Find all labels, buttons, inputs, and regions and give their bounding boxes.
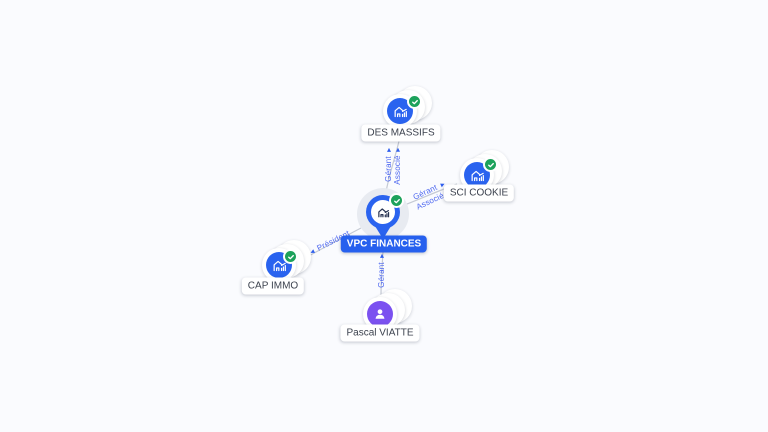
edge-label-gerant-pascal: Gérant bbox=[377, 254, 386, 288]
edge-label-gerant-des-massifs: Gérant bbox=[384, 148, 393, 182]
verified-badge-icon bbox=[389, 193, 404, 208]
node-label[interactable]: Pascal VIATTE bbox=[340, 324, 420, 342]
edge-direction-arrow-icon bbox=[387, 148, 391, 153]
verified-badge-icon bbox=[483, 157, 498, 172]
edge-role-text: Gérant bbox=[377, 262, 386, 288]
edge-role-text: Gérant bbox=[384, 156, 393, 182]
edge-direction-arrow-icon bbox=[380, 254, 384, 259]
node-label-center[interactable]: VPC FINANCES bbox=[340, 235, 428, 253]
node-circle[interactable] bbox=[383, 94, 417, 128]
building-chart-icon bbox=[273, 260, 286, 271]
node-label[interactable]: CAP IMMO bbox=[241, 277, 305, 295]
person-icon bbox=[375, 309, 385, 319]
verified-badge-icon bbox=[283, 249, 298, 264]
verified-badge-icon bbox=[407, 94, 422, 109]
company-disc bbox=[387, 98, 413, 124]
building-chart-icon bbox=[471, 170, 484, 181]
edge-role-text: Associé bbox=[393, 155, 402, 185]
node-label[interactable]: SCI COOKIE bbox=[443, 184, 515, 202]
edge-label-associe-des-massifs: Associé bbox=[393, 147, 402, 185]
edge-vpc-des-massifs bbox=[385, 140, 400, 193]
edge-direction-arrow-icon bbox=[396, 147, 400, 152]
person-disc bbox=[367, 301, 393, 327]
edge-pascal-vpc bbox=[380, 251, 384, 297]
building-chart-icon bbox=[394, 106, 407, 117]
node-label[interactable]: DES MASSIFS bbox=[361, 124, 441, 142]
building-chart-icon bbox=[377, 207, 389, 217]
